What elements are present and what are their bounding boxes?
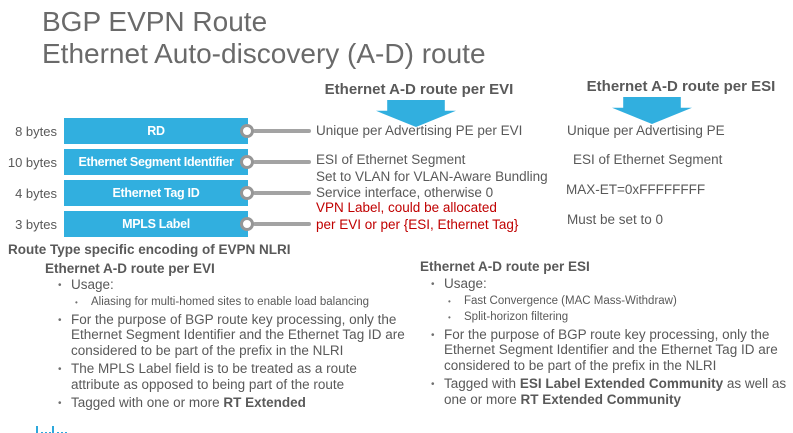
field-box-mpls-label: MPLS Label <box>64 211 248 237</box>
bullet-list-esi: Usage: Fast Convergence (MAC Mass-Withdr… <box>428 276 792 410</box>
bullet-usage: Usage: <box>428 276 792 292</box>
field-box-label: Ethernet Segment Identifier <box>78 155 234 169</box>
field-size-label-esi: 10 bytes <box>7 155 57 170</box>
connector-line <box>253 129 311 133</box>
connector-line <box>253 191 311 195</box>
evi-note-ethernet-tag: Set to VLAN for VLAN-Aware Bundling Serv… <box>316 169 548 200</box>
cutoff-text-artifact <box>52 426 67 433</box>
connector-ring-icon <box>240 124 254 138</box>
tagged-bold-rt-extended: RT Extended <box>223 395 306 410</box>
bullet-bgp-route-key: For the purpose of BGP route key process… <box>428 327 792 374</box>
tagged-text: Tagged with one or more <box>71 395 224 410</box>
subheading-evi: Ethernet A-D route per EVI <box>45 261 215 276</box>
title-line-2: Ethernet Auto-discovery (A-D) route <box>42 38 486 69</box>
column-header-evi: Ethernet A-D route per EVI <box>324 81 514 98</box>
section-heading-nlri-encoding: Route Type specific encoding of EVPN NLR… <box>8 242 291 257</box>
bullet-usage-fast-convergence: Fast Convergence (MAC Mass-Withdraw) <box>428 295 792 308</box>
tagged-bold-rt-extended-community: RT Extended Community <box>520 391 682 407</box>
evi-note-mpls-line2: per EVI or per {ESI, Ethernet Tag} <box>316 216 519 232</box>
esi-note-rd: Unique per Advertising PE <box>567 123 725 138</box>
esi-note-mpls-label: Must be set to 0 <box>567 212 664 227</box>
bullet-usage-split-horizon: Split-horizon filtering <box>428 311 792 324</box>
field-box-label: Ethernet Tag ID <box>112 186 200 200</box>
evi-note-esi: ESI of Ethernet Segment <box>316 152 466 167</box>
connector-ring-icon <box>240 155 254 169</box>
tagged-text: Tagged with <box>444 376 520 391</box>
bullet-list-evi: Usage: Aliasing for multi-homed sites to… <box>55 277 405 414</box>
field-box-ethernet-tag-id: Ethernet Tag ID <box>64 180 248 206</box>
bullet-usage: Usage: <box>55 277 405 293</box>
field-box-label: RD <box>147 124 165 138</box>
cutoff-text-artifact <box>36 426 51 433</box>
evi-note-mpls-label: VPN Label, could be allocated per EVI or… <box>316 200 518 233</box>
bullet-bgp-route-key: For the purpose of BGP route key process… <box>55 312 405 359</box>
evi-note-rd: Unique per Advertising PE per EVI <box>316 123 523 138</box>
subheading-esi: Ethernet A-D route per ESI <box>420 259 590 274</box>
tagged-bold-esi-label-community: ESI Label Extended Community <box>519 376 724 391</box>
bullet-mpls-attribute: The MPLS Label field is to be treated as… <box>55 361 405 392</box>
title-line-1: BGP EVPN Route <box>42 6 268 37</box>
tagged-text: as well as one or more <box>444 376 787 407</box>
page-title: BGP EVPN Route Ethernet Auto-discovery (… <box>42 6 486 70</box>
bullet-tagged-communities: Tagged with ESI Label Extended Community… <box>428 376 792 407</box>
connector-ring-icon <box>240 186 254 200</box>
evi-note-tag-line2: Service interface, otherwise 0 <box>316 184 494 200</box>
field-size-label-mpls: 3 bytes <box>15 217 57 232</box>
field-box-label: MPLS Label <box>122 217 190 231</box>
bullet-tagged-rt: Tagged with one or more RT Extended <box>55 395 405 411</box>
evi-note-mpls-line1: VPN Label, could be allocated <box>316 200 497 215</box>
connector-line <box>253 222 311 226</box>
connector-line <box>253 160 311 164</box>
field-size-label-rd: 8 bytes <box>15 124 57 139</box>
esi-note-esi: ESI of Ethernet Segment <box>573 152 723 167</box>
column-header-esi: Ethernet A-D route per ESI <box>586 78 776 95</box>
field-box-rd: RD <box>64 118 248 144</box>
bullet-usage-aliasing: Aliasing for multi-homed sites to enable… <box>55 296 405 309</box>
esi-note-ethernet-tag: MAX-ET=0xFFFFFFFF <box>566 182 706 197</box>
field-size-label-tag: 4 bytes <box>15 186 57 201</box>
field-box-ethernet-segment-identifier: Ethernet Segment Identifier <box>64 149 248 175</box>
evi-note-tag-line1: Set to VLAN for VLAN-Aware Bundling <box>316 169 548 184</box>
connector-ring-icon <box>240 217 254 231</box>
down-arrow-icon-esi <box>612 97 692 124</box>
